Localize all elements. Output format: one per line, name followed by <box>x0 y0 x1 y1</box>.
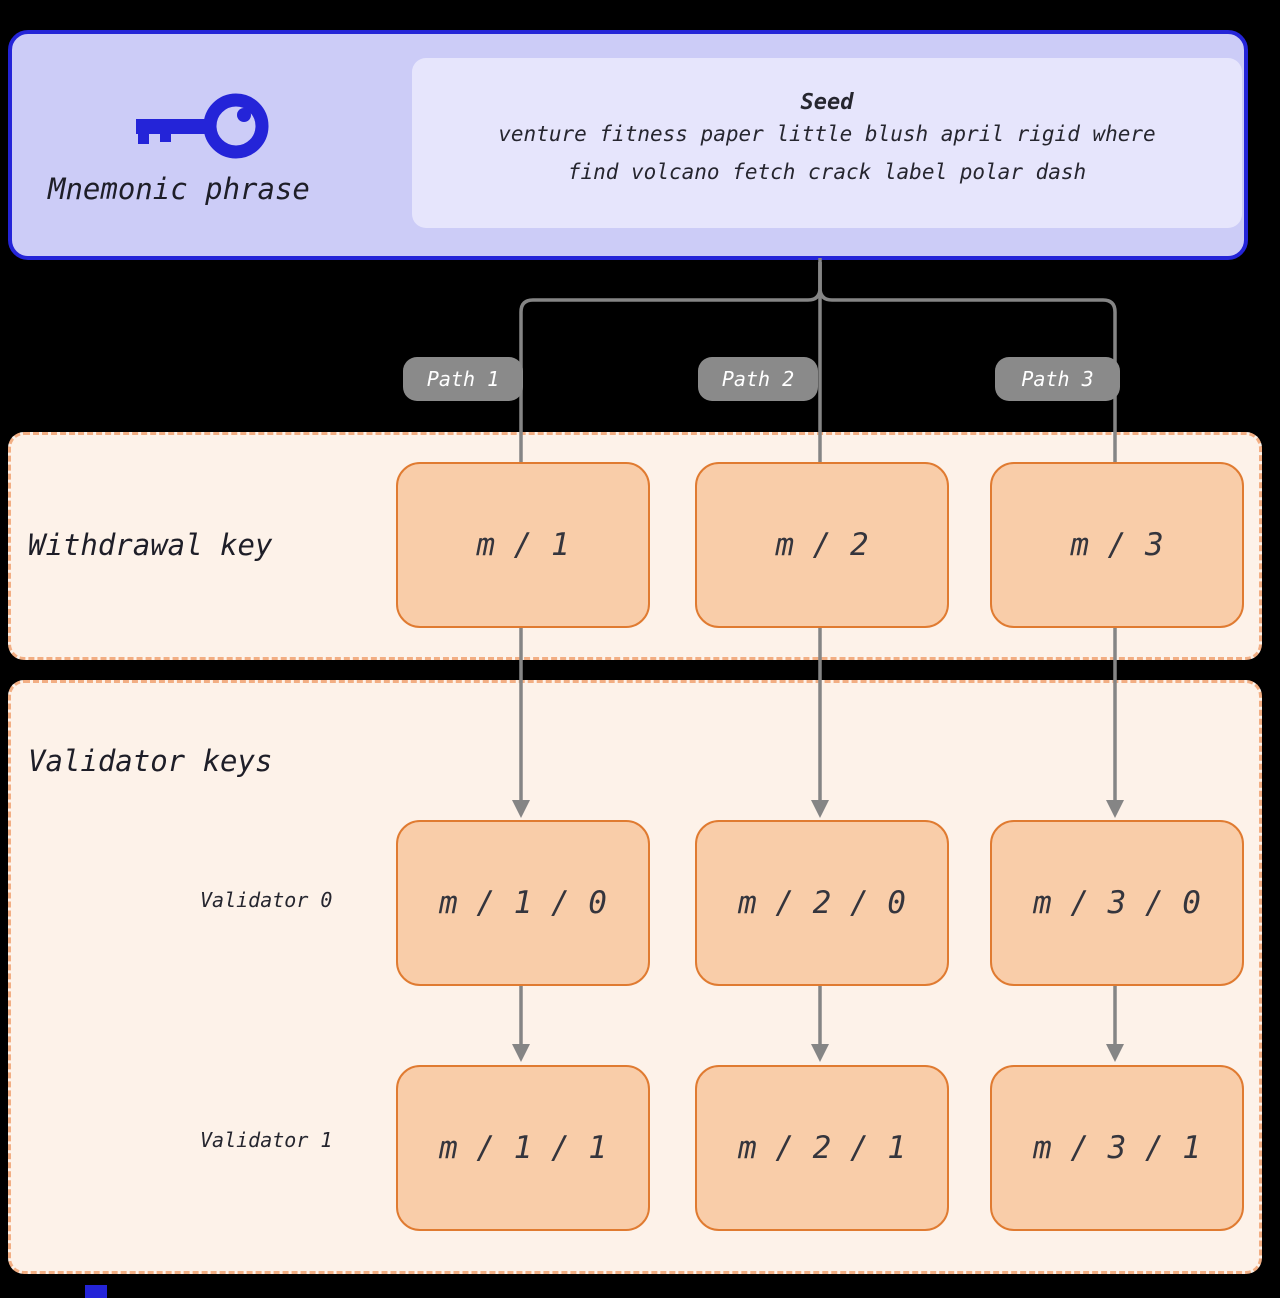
seed-title: Seed <box>800 90 854 115</box>
validator-key-m-2-0: m / 2 / 0 <box>695 820 949 986</box>
validator-keys-label: Validator keys <box>28 744 273 778</box>
validator-0-label: Validator 0 <box>200 888 333 912</box>
validator-key-m-1-0: m / 1 / 0 <box>396 820 650 986</box>
cut-off-bottom-element <box>85 1285 107 1298</box>
seed-box: Seed venture fitness paper little blush … <box>412 58 1242 228</box>
validator-1-label: Validator 1 <box>200 1128 333 1152</box>
validator-key-m-1-1: m / 1 / 1 <box>396 1065 650 1231</box>
seed-line-2: find volcano fetch crack label polar das… <box>567 160 1087 184</box>
seed-line-1: venture fitness paper little blush april… <box>498 122 1156 146</box>
withdrawal-key-m3: m / 3 <box>990 462 1244 628</box>
withdrawal-key-m2: m / 2 <box>695 462 949 628</box>
path-1-pill: Path 1 <box>403 357 523 401</box>
validator-key-m-2-1: m / 2 / 1 <box>695 1065 949 1231</box>
path-2-pill: Path 2 <box>698 357 818 401</box>
validator-key-m-3-1: m / 3 / 1 <box>990 1065 1244 1231</box>
mnemonic-label: Mnemonic phrase <box>48 172 310 206</box>
withdrawal-label: Withdrawal key <box>28 528 273 562</box>
path-3-pill: Path 3 <box>995 357 1120 401</box>
validator-key-m-3-0: m / 3 / 0 <box>990 820 1244 986</box>
key-icon <box>136 93 269 159</box>
withdrawal-key-m1: m / 1 <box>396 462 650 628</box>
mnemonic-panel: Mnemonic phrase Seed venture fitness pap… <box>8 30 1248 260</box>
